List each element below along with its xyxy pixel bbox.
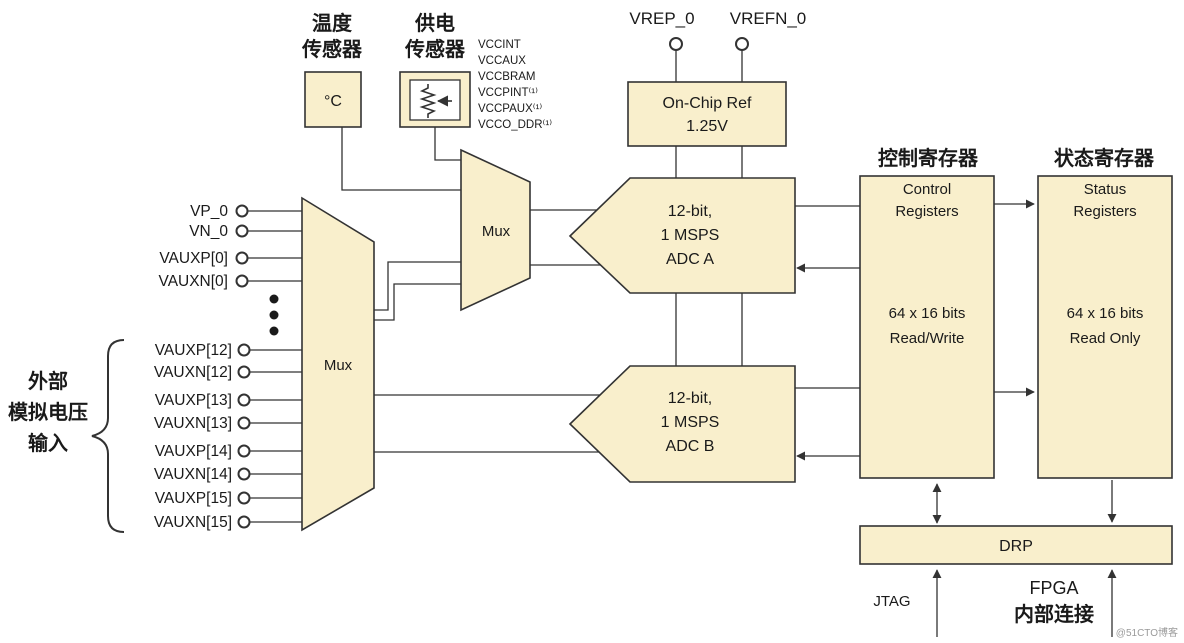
- pin-vauxn12: [237, 365, 251, 379]
- temp-sensor-title-line2: 传感器: [301, 37, 363, 61]
- pin-label-vauxn12: VAUXN[12]: [154, 364, 232, 381]
- adc-a-line1: 12-bit,: [668, 203, 712, 220]
- drp-label: DRP: [999, 538, 1033, 555]
- pin-label-vp0: VP_0: [190, 203, 228, 220]
- external-inputs-line3: 输入: [28, 431, 68, 455]
- bigmux-to-smallmux-wire-1: [374, 261, 461, 311]
- big-mux-label: Mux: [324, 357, 353, 374]
- vrep-pin: [669, 37, 683, 51]
- pin-vauxn13: [237, 416, 251, 430]
- control-registers-box: [859, 175, 995, 479]
- bigmux-to-smallmux-wire-2: [374, 283, 461, 321]
- pin-vauxn0: [235, 274, 249, 288]
- pin-vauxp12: [237, 343, 251, 357]
- pin-label-vauxn15: VAUXN[15]: [154, 514, 232, 531]
- vrefn-pin: [735, 37, 749, 51]
- supply-rail-vccaux: VCCAUX: [478, 55, 526, 67]
- pin-vn0: [235, 224, 249, 238]
- temp-sensor-unit: °C: [324, 93, 342, 110]
- onchip-ref-line2: 1.25V: [686, 118, 728, 135]
- watermark: @51CTO博客: [1116, 626, 1178, 639]
- ellipsis-dot-2: [269, 310, 279, 320]
- pin-label-vauxp13: VAUXP[13]: [155, 392, 232, 409]
- external-inputs-brace: [91, 339, 125, 533]
- temp-sensor-box: [304, 71, 362, 128]
- onchip-ref-box: [627, 81, 787, 147]
- ctrl-reg-line1: Control: [903, 181, 951, 198]
- ctrl-reg-line2: Registers: [895, 203, 958, 220]
- potentiometer-icon: [409, 79, 461, 121]
- vrep-label: VREP_0: [629, 9, 694, 28]
- pin-vauxn14: [237, 467, 251, 481]
- pin-vauxp13: [237, 393, 251, 407]
- adc-a-line3: ADC A: [666, 251, 714, 268]
- adc-b-line3: ADC B: [666, 438, 715, 455]
- supply-sensor-title-line1: 供电: [414, 11, 455, 35]
- fpga-label-line2: 内部连接: [1014, 602, 1094, 626]
- jtag-label: JTAG: [873, 593, 910, 610]
- supply-sensor-wire: [434, 127, 461, 161]
- drp-box: [859, 525, 1173, 565]
- temp-sensor-wire: [341, 127, 461, 191]
- pin-label-vauxp15: VAUXP[15]: [155, 490, 232, 507]
- vrefn-label: VREFN_0: [730, 9, 807, 28]
- ctrl-reg-line4: Read/Write: [890, 330, 965, 347]
- onchip-ref-line1: On-Chip Ref: [663, 95, 752, 112]
- pin-label-vn0: VN_0: [189, 223, 228, 240]
- pin-label-vauxn14: VAUXN[14]: [154, 466, 232, 483]
- stat-reg-title: 状态寄存器: [1054, 146, 1155, 170]
- big-mux: [301, 196, 375, 532]
- external-inputs-line1: 外部: [28, 369, 68, 393]
- adc-a-to-adc-b-wires: [675, 293, 743, 366]
- supply-rail-vccbram: VCCBRAM: [478, 71, 536, 83]
- pin-vauxp0: [235, 251, 249, 265]
- adc-b: [568, 365, 796, 483]
- small-mux-label: Mux: [482, 223, 511, 240]
- supply-rail-vccint: VCCINT: [478, 39, 521, 51]
- supply-rail-vccpaux: VCCPAUX⁽¹⁾: [478, 102, 542, 115]
- supply-rail-vccpint: VCCPINT⁽¹⁾: [478, 86, 538, 99]
- adc-a: [568, 177, 796, 294]
- pin-label-vauxp12: VAUXP[12]: [155, 342, 232, 359]
- ctrl-reg-title: 控制寄存器: [878, 146, 979, 170]
- pin-label-vauxp14: VAUXP[14]: [155, 443, 232, 460]
- pin-label-vauxn13: VAUXN[13]: [154, 415, 232, 432]
- ref-to-adc-a-wires: [675, 146, 743, 178]
- supply-sensor-title-line2: 传感器: [404, 37, 466, 61]
- fpga-label-line1: FPGA: [1029, 578, 1078, 598]
- adc-a-line2: 1 MSPS: [661, 227, 720, 244]
- top-pin-wires: [248, 210, 302, 282]
- pin-vauxn15: [237, 515, 251, 529]
- supply-rail-vcco-ddr: VCCO_DDR⁽¹⁾: [478, 118, 552, 131]
- stat-reg-line4: Read Only: [1070, 330, 1141, 347]
- pin-vauxp14: [237, 444, 251, 458]
- pin-label-vauxn0: VAUXN[0]: [159, 273, 229, 290]
- stat-reg-line3: 64 x 16 bits: [1067, 305, 1144, 322]
- ctrl-reg-line3: 64 x 16 bits: [889, 305, 966, 322]
- adc-b-line2: 1 MSPS: [661, 414, 720, 431]
- pin-vauxp15: [237, 491, 251, 505]
- small-mux: [460, 148, 531, 312]
- pin-vp0: [235, 204, 249, 218]
- bottom-pin-wires: [250, 349, 302, 523]
- adc-b-line1: 12-bit,: [668, 390, 712, 407]
- stat-reg-line2: Registers: [1073, 203, 1136, 220]
- external-inputs-line2: 模拟电压: [8, 400, 88, 424]
- ellipsis-dot-3: [269, 326, 279, 336]
- stat-reg-line1: Status: [1084, 181, 1127, 198]
- status-registers-box: [1037, 175, 1173, 479]
- pin-label-vauxp0: VAUXP[0]: [159, 250, 228, 267]
- ellipsis-dot-1: [269, 294, 279, 304]
- temp-sensor-title-line1: 温度: [312, 11, 353, 35]
